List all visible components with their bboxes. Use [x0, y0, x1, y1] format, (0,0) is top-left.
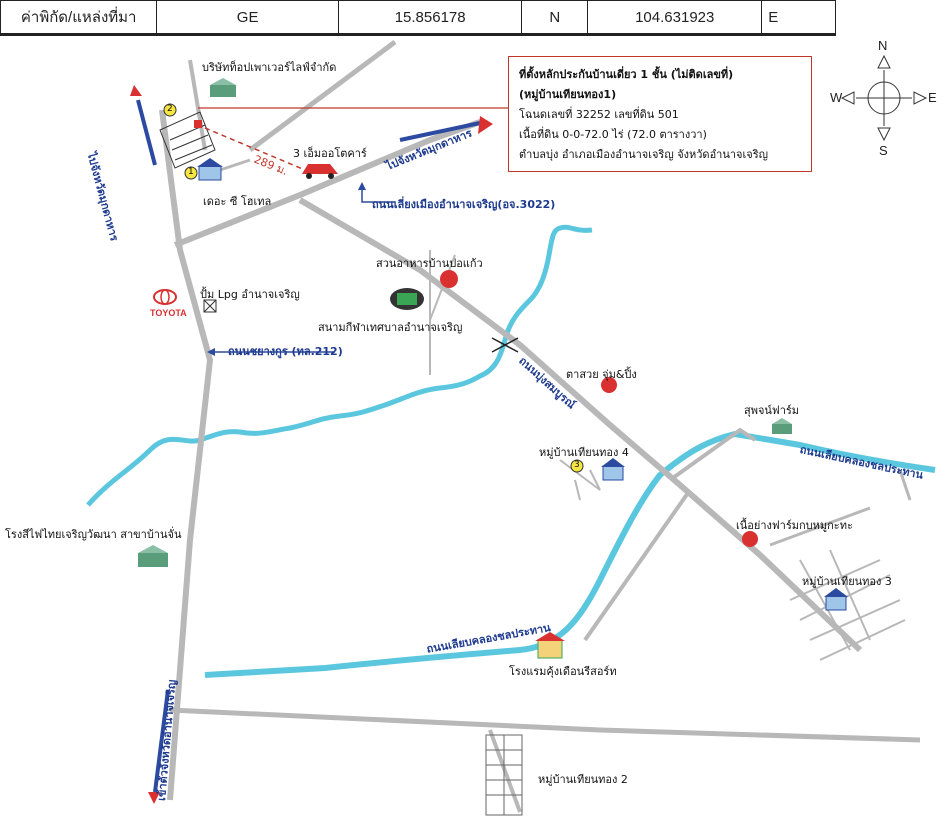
label-stadium: สนามกีฬาเทศบาลอำนาจเจริญ: [318, 321, 463, 334]
site-marker: [194, 120, 202, 128]
hotel-icon: [197, 158, 223, 181]
label-furniture: โรงสีไฟไทยเจริญวัฒนา สาขาบ้านจั่น: [5, 528, 182, 541]
label-village2: หมู่บ้านเทียนทอง 2: [538, 773, 628, 786]
location-map: [86, 40, 936, 816]
label-supot-farm: สุพจน์ฟาร์ม: [744, 404, 800, 417]
village4-icon: [601, 458, 625, 481]
marker-1: [184, 166, 198, 180]
coordinate-table: ค่าพิกัด/แหล่งที่มา GE 15.856178 N 104.6…: [0, 0, 836, 36]
arrow-south: [148, 689, 170, 804]
label-restaurant: สวนอาหารบ้านปอแก้ว: [376, 257, 483, 270]
road-chayangkun: [159, 109, 214, 801]
restaurant-icon: [440, 270, 458, 288]
road-right-stub: [898, 469, 912, 501]
label-village4: หมู่บ้านเทียนทอง 4: [539, 446, 629, 459]
road-farm: [769, 506, 871, 547]
info-line-4: เนื้อที่ดิน 0-0-72.0 ไร่ (72.0 ตารางวา): [519, 128, 707, 141]
bypass-pointer-tip: [358, 182, 366, 190]
stadium-icon: [390, 288, 424, 310]
compass-rose-icon: [840, 54, 928, 142]
distance-line: [204, 127, 306, 171]
marker-2: [163, 103, 177, 117]
chayangkun-pointer-tip: [207, 348, 215, 356]
road-top-diagonal: [248, 40, 397, 153]
label-lpg: ปั้ม Lpg อำนาจเจริญ: [200, 288, 300, 301]
marker-3-label: 3: [574, 460, 580, 470]
info-line-5: ตำบลบุ่ง อำเภอเมืองอำนาจเจริญ จังหวัดอำน…: [519, 148, 768, 161]
bridge-icon: [491, 337, 519, 353]
coord-lon-dir: E: [761, 0, 836, 35]
road-top-left: [188, 59, 207, 151]
coordinate-row: ค่าพิกัด/แหล่งที่มา GE 15.856178 N 104.6…: [0, 0, 836, 35]
label-toyota: TOYOTA: [150, 308, 187, 318]
resort-icon: [535, 632, 565, 659]
road-network: [159, 40, 921, 813]
tasuay-icon: [601, 377, 617, 393]
car-icon: [302, 164, 338, 179]
furniture-icon: [138, 545, 168, 567]
road-bypass: [173, 119, 482, 248]
coord-source: GE: [156, 0, 339, 35]
lpg-icon: [203, 299, 217, 313]
road-label-chayangkun: ถนนชยางกูร (ทล.212): [228, 345, 343, 358]
toyota-logo-icon: [153, 289, 177, 305]
road-label-bypass: ถนนเลี่ยงเมืองอำนาจเจริญ(อจ.3022): [372, 198, 556, 211]
coord-lat-dir: N: [521, 0, 589, 35]
coord-label: ค่าพิกัด/แหล่งที่มา: [0, 0, 158, 35]
coord-lon: 104.631923: [587, 0, 763, 35]
compass-north: N: [878, 38, 888, 53]
info-line-2: (หมู่บ้านเทียนทอง1): [519, 88, 617, 101]
collateral-info-box: ที่ตั้งหลักประกันบ้านเดี่ยว 1 ชั้น (ไม่ต…: [508, 56, 812, 172]
label-top-power: บริษัทท็อปเพาเวอร์ไลฟ์จำกัด: [202, 61, 337, 74]
village2-grid: [485, 734, 523, 816]
road-village3: [789, 549, 906, 661]
label-tasuay: ตาสวย จุ่ม&ปิ้ง: [566, 368, 637, 381]
road-to-resort: [583, 488, 692, 642]
label-resort: โรงแรมคุ้งเดือนรีสอร์ท: [509, 665, 617, 678]
road-east-up: [668, 427, 757, 482]
info-line-1: ที่ตั้งหลักประกันบ้านเดี่ยว 1 ชั้น (ไม่ต…: [519, 68, 734, 81]
label-hotel: เดอะ ซี โฮเทล: [203, 195, 272, 208]
compass-east: E: [928, 90, 937, 105]
marker-2-label: 2: [167, 104, 173, 114]
bypass-pointer: [361, 188, 395, 203]
village3-icon: [824, 588, 848, 611]
marker-3: [570, 459, 584, 473]
compass-west: W: [830, 90, 843, 105]
arrow-east: [399, 116, 493, 142]
compass-south: S: [879, 143, 888, 158]
marker-1-label: 1: [188, 167, 194, 177]
frog-farm-icon: [742, 531, 758, 547]
factory-icon: [210, 78, 236, 97]
road-bottom: [169, 707, 921, 743]
arrow-north-west: [130, 85, 157, 166]
label-frog-farm: เนื้อย่างฟาร์มกบหมูกะทะ: [736, 519, 853, 532]
label-cars: 3 เอ็มออโตคาร์: [293, 147, 367, 160]
label-village3: หมู่บ้านเทียนทอง 3: [802, 575, 892, 588]
road-bungsomboon: [298, 197, 863, 653]
info-line-3: โฉนดเลขที่ 32252 เลขที่ดิน 501: [519, 108, 679, 121]
supot-farm-icon: [772, 418, 792, 434]
road-south-village2: [488, 729, 522, 813]
coord-lat: 15.856178: [337, 0, 523, 35]
canal-irrigation: [204, 430, 936, 678]
